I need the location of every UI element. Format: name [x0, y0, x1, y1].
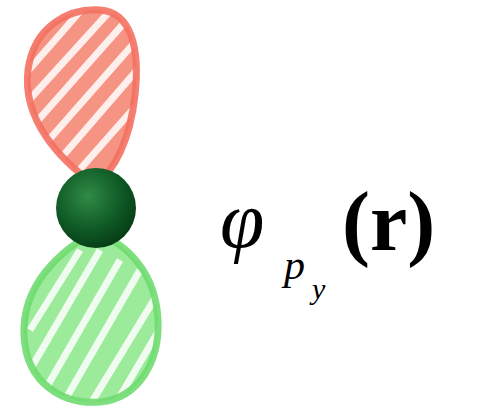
upper-lobe	[20, 0, 150, 185]
subscript: p	[284, 244, 305, 286]
atom-sphere	[56, 168, 136, 248]
argument: (r)	[342, 180, 435, 264]
sub-subscript: y	[312, 274, 325, 304]
psi-symbol: φ	[220, 180, 264, 260]
lower-lobe	[24, 232, 165, 405]
